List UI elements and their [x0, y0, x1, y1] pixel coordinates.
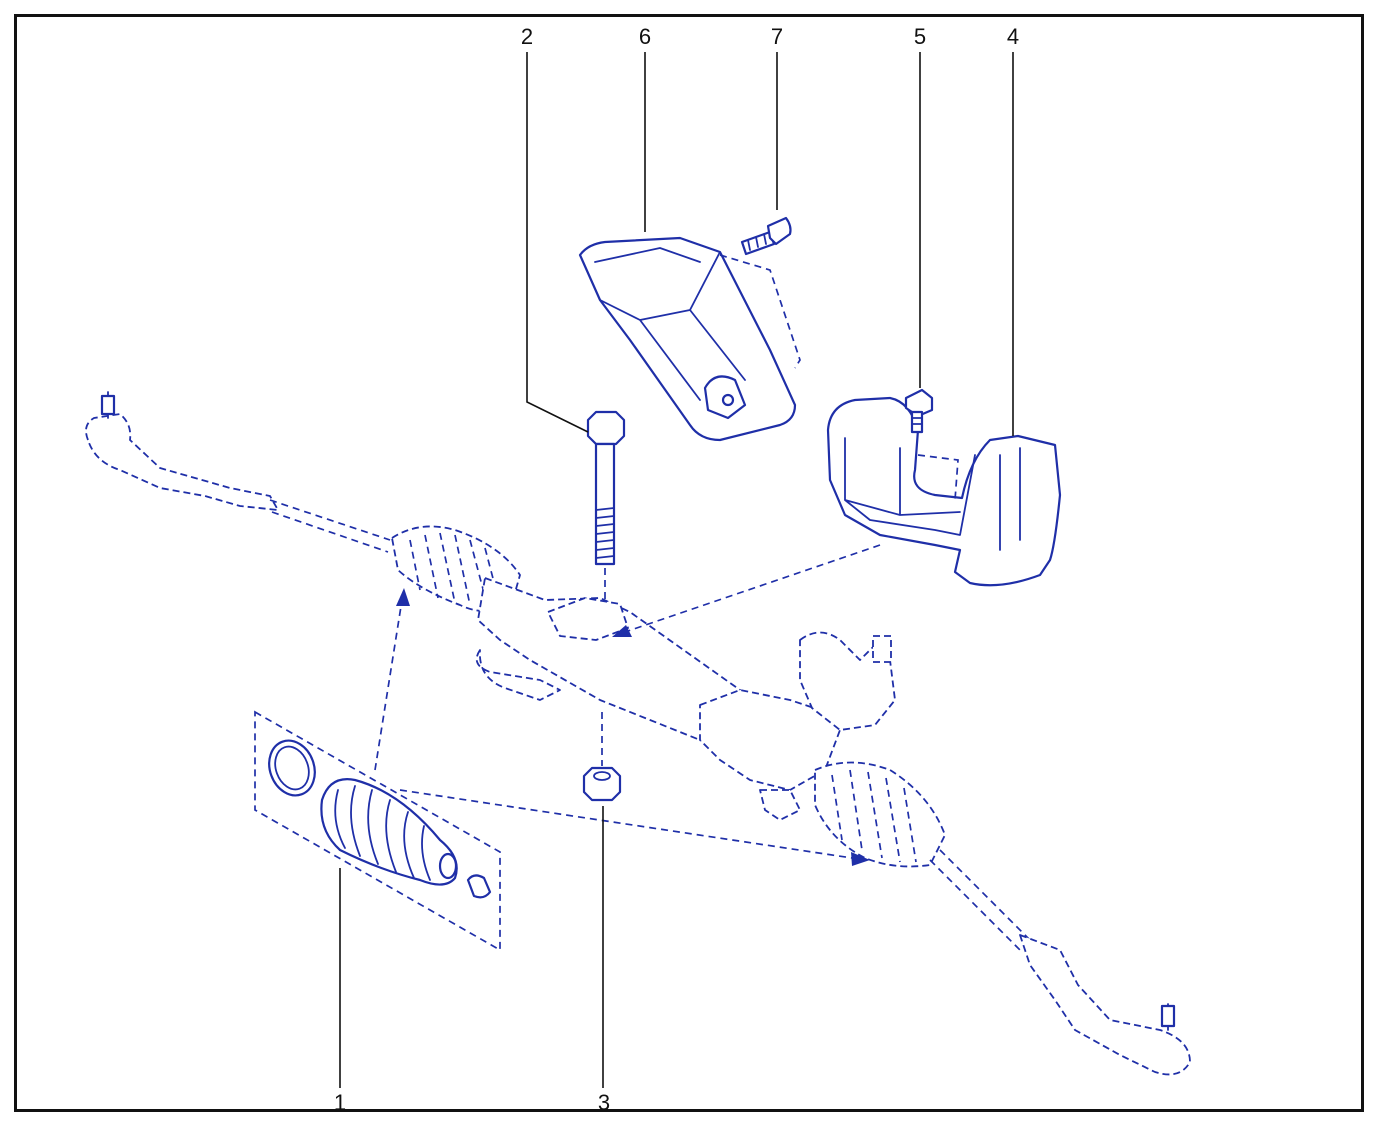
- boot-kit-1: [254, 710, 501, 952]
- callout-6: 6: [639, 24, 651, 49]
- callout-5: 5: [914, 24, 926, 49]
- callout-1: 1: [334, 1090, 346, 1115]
- heat-shield-lower: [826, 396, 1062, 587]
- installation-arrows: [374, 544, 881, 866]
- heat-shield-upper: [578, 236, 801, 442]
- leader-lines: [339, 52, 1014, 1088]
- callout-7: 7: [771, 24, 783, 49]
- bolt-5: [904, 388, 934, 434]
- callout-3: 3: [598, 1090, 610, 1115]
- callout-2: 2: [521, 24, 533, 49]
- bolt-7: [740, 216, 792, 256]
- nut-3: [582, 712, 622, 802]
- steering-gear-assembly: [85, 391, 1191, 1076]
- bolt-2: [586, 410, 626, 600]
- callout-4: 4: [1007, 24, 1019, 49]
- diagram-frame: [14, 14, 1364, 1112]
